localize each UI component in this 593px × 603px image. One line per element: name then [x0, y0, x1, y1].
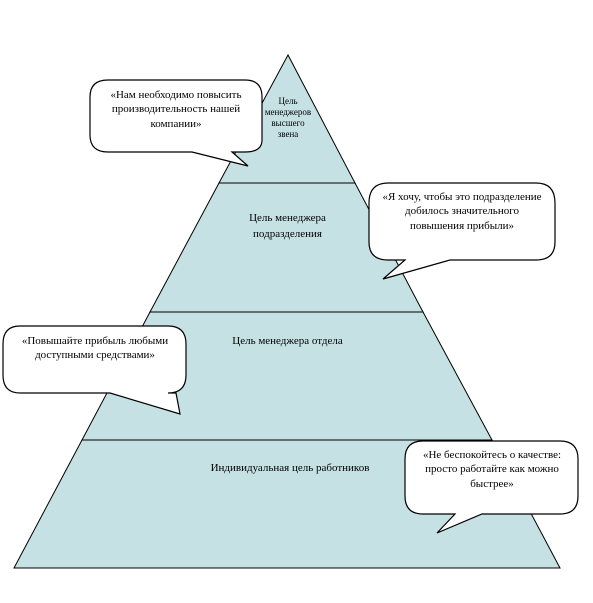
tier-label-employees: Индивидуальная цель работников [210, 462, 370, 474]
callout-bubble-division-manager [368, 182, 556, 280]
tier-label-department-manager: Цель менеджера отдела [232, 335, 343, 347]
callout-text-employees: «Не беспокойтесь о качестве: просто рабо… [422, 449, 562, 490]
callout-text-department-manager: «Повышайте прибыль любыми доступными сре… [21, 335, 169, 362]
callout-bubble-employees [404, 440, 579, 534]
callout-text-top-management: «Нам необходимо повысить производительно… [110, 89, 242, 130]
callout-bubble-top-management [89, 79, 263, 167]
tier-label-top-management: Цель менеджеров высшего звена [264, 96, 312, 139]
tier-label-division-manager: Цель менеджера подразделения [249, 212, 326, 240]
callout-bubble-department-manager [2, 325, 187, 415]
callout-text-division-manager: «Я хочу, чтобы это подразделение добилос… [382, 191, 542, 232]
